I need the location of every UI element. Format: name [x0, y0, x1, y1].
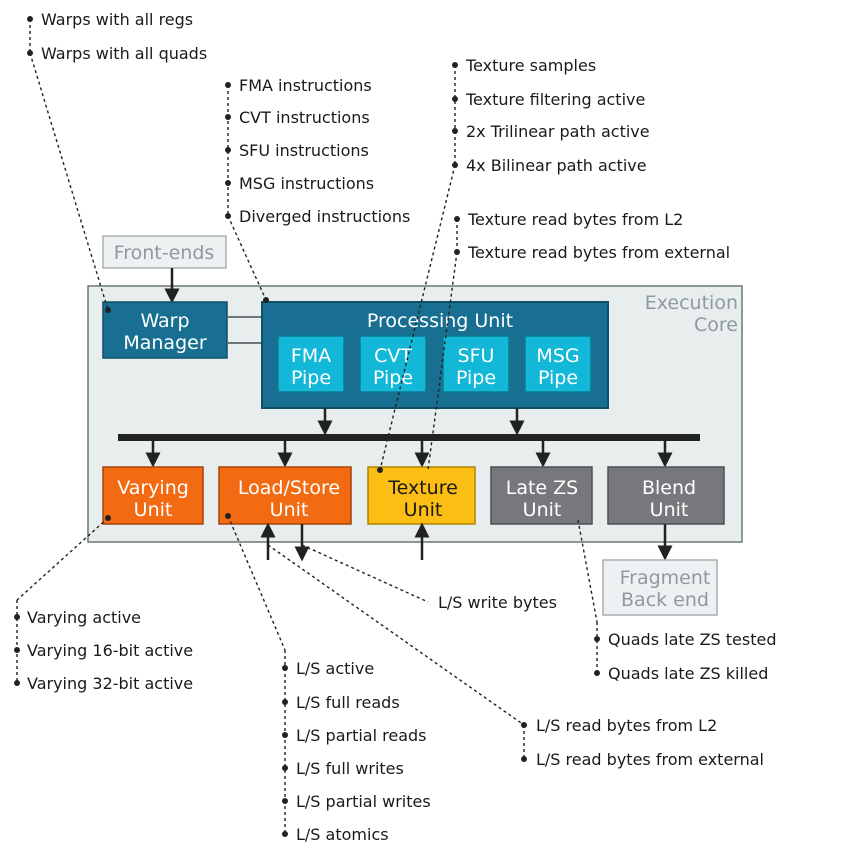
counter-ls-active: L/S active — [296, 659, 374, 678]
blend-unit-label-1: Blend — [642, 477, 696, 499]
texture-unit-box — [367, 466, 476, 525]
counter-4x-bilinear: 4x Bilinear path active — [466, 156, 647, 175]
varying-unit-label-1: Varying — [117, 477, 189, 499]
cvt-pipe-label-2: Pipe — [373, 367, 413, 389]
counter-ls-partial-reads: L/S partial reads — [296, 726, 427, 745]
counter-varying-active: Varying active — [27, 608, 141, 627]
load-store-unit-label-1: Load/Store — [238, 477, 340, 499]
cvt-pipe-box — [359, 335, 427, 393]
warp-manager-label-2: Manager — [123, 332, 206, 354]
counter-ls-atomics: L/S atomics — [296, 825, 389, 844]
front-ends-label: Front-ends — [114, 242, 215, 264]
counter-warps-all-regs: Warps with all regs — [41, 10, 193, 29]
counter-texture-filtering-active: Texture filtering active — [465, 90, 645, 109]
counter-varying-16bit: Varying 16-bit active — [27, 641, 193, 660]
fma-pipe-label-2: Pipe — [291, 367, 331, 389]
fma-pipe-box — [277, 335, 345, 393]
late-zs-unit-label-2: Unit — [523, 499, 562, 521]
msg-pipe-box — [524, 335, 592, 393]
fragment-back-end-label-2: Back end — [621, 589, 709, 611]
warp-manager-label-1: Warp — [140, 310, 189, 332]
late-zs-unit-box — [490, 466, 593, 525]
counter-2x-trilinear: 2x Trilinear path active — [466, 122, 650, 141]
load-store-unit-label-2: Unit — [270, 499, 309, 521]
texture-unit-label-1: Texture — [387, 477, 458, 499]
sfu-pipe-label-1: SFU — [458, 345, 495, 367]
counter-cvt-instructions: CVT instructions — [239, 108, 370, 127]
varying-unit-box — [102, 466, 204, 525]
texture-unit-label-2: Unit — [404, 499, 443, 521]
warp-manager-box — [102, 301, 228, 359]
msg-pipe-label-1: MSG — [536, 345, 579, 367]
counter-msg-instructions: MSG instructions — [239, 174, 374, 193]
counter-diverged-instructions: Diverged instructions — [239, 207, 410, 226]
sfu-pipe-box — [442, 335, 510, 393]
execution-core-label-2: Core — [694, 314, 738, 336]
late-zs-unit-label-1: Late ZS — [506, 477, 578, 499]
counter-ls-partial-writes: L/S partial writes — [296, 792, 431, 811]
cvt-pipe-label-1: CVT — [374, 345, 412, 367]
blend-unit-label-2: Unit — [650, 499, 689, 521]
counter-ls-read-external: L/S read bytes from external — [536, 750, 764, 769]
counter-quads-late-zs-killed: Quads late ZS killed — [608, 664, 768, 683]
fma-pipe-label-1: FMA — [291, 345, 331, 367]
front-ends-box — [102, 235, 227, 269]
counter-sfu-instructions: SFU instructions — [239, 141, 369, 160]
sfu-pipe-label-2: Pipe — [456, 367, 496, 389]
counter-texture-samples: Texture samples — [465, 56, 596, 75]
load-store-unit-box — [218, 466, 352, 525]
blend-unit-box — [607, 466, 725, 525]
counter-quads-late-zs-tested: Quads late ZS tested — [608, 630, 777, 649]
counter-texture-read-external: Texture read bytes from external — [467, 243, 730, 262]
msg-pipe-label-2: Pipe — [538, 367, 578, 389]
interconnect-bus — [118, 434, 700, 441]
counter-ls-write-bytes: L/S write bytes — [438, 593, 557, 612]
varying-unit-label-2: Unit — [134, 499, 173, 521]
counter-ls-full-reads: L/S full reads — [296, 693, 400, 712]
counter-warps-all-quads: Warps with all quads — [41, 44, 207, 63]
counter-fma-instructions: FMA instructions — [239, 76, 372, 95]
counter-ls-full-writes: L/S full writes — [296, 759, 404, 778]
counter-ls-read-l2: L/S read bytes from L2 — [536, 716, 717, 735]
counter-varying-32bit: Varying 32-bit active — [27, 674, 193, 693]
counter-texture-read-l2: Texture read bytes from L2 — [467, 210, 683, 229]
processing-unit-label: Processing Unit — [367, 310, 513, 332]
fragment-back-end-label-1: Fragment — [620, 567, 711, 589]
fragment-back-end-box — [602, 559, 718, 616]
execution-core-label-1: Execution — [645, 292, 738, 314]
